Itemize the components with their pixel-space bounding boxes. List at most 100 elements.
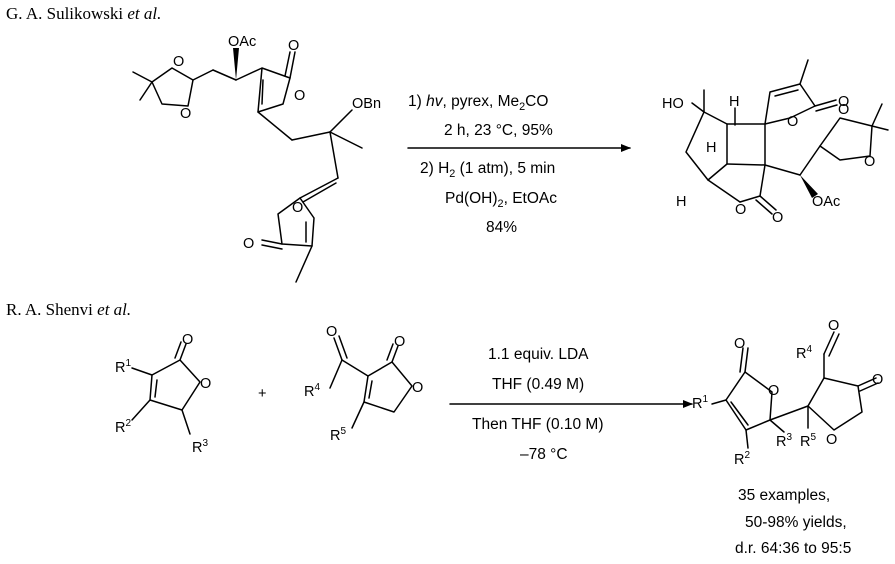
methyl-bond — [295, 245, 313, 283]
lactone-bond — [739, 195, 761, 203]
label-OAc: OAc — [228, 34, 256, 50]
reaction1-product: HO H H H O O O O OAc O O — [662, 59, 889, 226]
side-chain-bond — [764, 164, 801, 176]
reaction2-reactant2: O O O R4 R5 — [304, 324, 423, 444]
side-chain-bond — [257, 111, 293, 141]
reaction2-reactant1: O O R1 R2 R3 — [115, 332, 211, 456]
reaction2-author-etal: et al. — [97, 300, 132, 319]
reaction2-result-line2: 50-98% yields, — [745, 514, 847, 531]
carbonyl-bond — [828, 333, 840, 357]
cyclobutane-bond — [726, 163, 766, 166]
reaction2-result-line3: d.r. 64:36 to 95:5 — [735, 540, 852, 557]
label-H: H — [729, 94, 739, 110]
label-HO: HO — [662, 96, 684, 112]
reaction2-cond-line3: Then THF (0.10 M) — [472, 416, 604, 433]
label-R2: R2 — [115, 418, 131, 436]
reaction1-cond-line2: 2 h, 23 °C, 95% — [444, 122, 553, 139]
r3-bond — [181, 409, 191, 435]
atom-O: O — [734, 336, 745, 352]
carbonyl-bond — [815, 104, 838, 112]
oac-wedge — [233, 48, 239, 80]
lactone-bond — [759, 164, 766, 197]
double-bond — [730, 401, 749, 426]
atom-O: O — [288, 38, 299, 54]
side-chain-bond — [192, 69, 214, 81]
acetonide-ring — [151, 67, 194, 107]
acetonide-ring — [819, 117, 873, 161]
reaction1-author-name: G. A. Sulikowski — [6, 4, 124, 23]
butenolide-ring — [764, 83, 816, 125]
cyclopentane-ring — [685, 111, 728, 181]
r3-bond — [769, 419, 785, 433]
carbonyl-bond — [261, 244, 283, 250]
atom-O: O — [326, 324, 337, 340]
label-R1: R1 — [115, 358, 131, 376]
reaction2-cond-line4: –78 °C — [520, 446, 568, 463]
r2-bond — [745, 429, 749, 449]
atom-O: O — [826, 432, 837, 448]
carbonyl-bond — [333, 337, 343, 361]
label-H: H — [706, 140, 716, 156]
methyl-bond — [132, 71, 153, 83]
reaction1-cond-line3: 2) H2 (1 atm), 5 min — [420, 160, 556, 181]
label-R2: R2 — [734, 450, 750, 468]
carbonyl-bond — [284, 51, 291, 77]
methyl-bond — [329, 131, 363, 149]
carbonyl-bond — [391, 345, 399, 363]
carbonyl-bond — [739, 347, 744, 373]
carbonyl-bond — [759, 195, 777, 211]
label-R3: R3 — [192, 438, 208, 456]
atom-O: O — [294, 88, 305, 104]
atom-O: O — [394, 334, 405, 350]
carbonyl-bond — [338, 335, 348, 359]
atom-O: O — [772, 210, 783, 226]
label-R3: R3 — [776, 432, 792, 450]
methyl-bond — [871, 103, 883, 127]
atom-O: O — [838, 102, 849, 118]
carbonyl-bond — [859, 382, 879, 392]
atom-O: O — [180, 106, 191, 122]
atom-O: O — [828, 318, 839, 334]
oac-wedge — [800, 175, 818, 198]
label-OBn: OBn — [352, 96, 381, 112]
atom-O: O — [872, 372, 883, 388]
atom-O: O — [200, 376, 211, 392]
butenolide-ring — [277, 197, 315, 247]
reaction1-cond-line4: Pd(OH)2, EtOAc — [445, 190, 557, 211]
label-R5: R5 — [800, 432, 816, 450]
chain-bond — [329, 131, 339, 179]
reaction2-cond-line1: 1.1 equiv. LDA — [488, 346, 589, 363]
double-bond — [154, 379, 158, 398]
reaction2-result-line1: 35 examples, — [738, 487, 831, 504]
plus-sign: + — [258, 386, 266, 402]
lactone-bond — [707, 179, 741, 203]
acyl-bond — [329, 359, 343, 389]
carbonyl-bond — [857, 377, 877, 387]
reaction1-author: G. A. Sulikowski et al. — [6, 4, 161, 24]
carbonyl-bond — [386, 343, 394, 361]
reaction1-author-etal: et al. — [127, 4, 162, 23]
atom-O: O — [864, 154, 875, 170]
label-H: H — [676, 194, 686, 210]
reaction1-cond-line1: 1) hv, pyrex, Me2CO — [408, 93, 549, 114]
butenolide-ring — [149, 359, 201, 411]
double-bond — [774, 89, 799, 97]
side-chain-bond — [799, 145, 821, 176]
r5-bond — [351, 401, 365, 429]
atom-O: O — [292, 200, 303, 216]
butenolide-ring — [725, 371, 773, 431]
obn-bond — [329, 109, 353, 133]
lactone-ring — [807, 377, 863, 431]
alkene-bond — [299, 177, 339, 199]
carbonyl-bond — [823, 331, 835, 355]
methyl-bond — [871, 125, 889, 131]
side-chain-bond — [291, 131, 331, 141]
atom-O: O — [173, 54, 184, 70]
atom-O: O — [412, 380, 423, 396]
butenolide-ring — [235, 67, 291, 113]
carbonyl-bond — [744, 347, 749, 373]
atom-O: O — [243, 236, 254, 252]
carbonyl-bond — [814, 99, 837, 107]
reaction2-author: R. A. Shenvi et al. — [6, 300, 131, 320]
